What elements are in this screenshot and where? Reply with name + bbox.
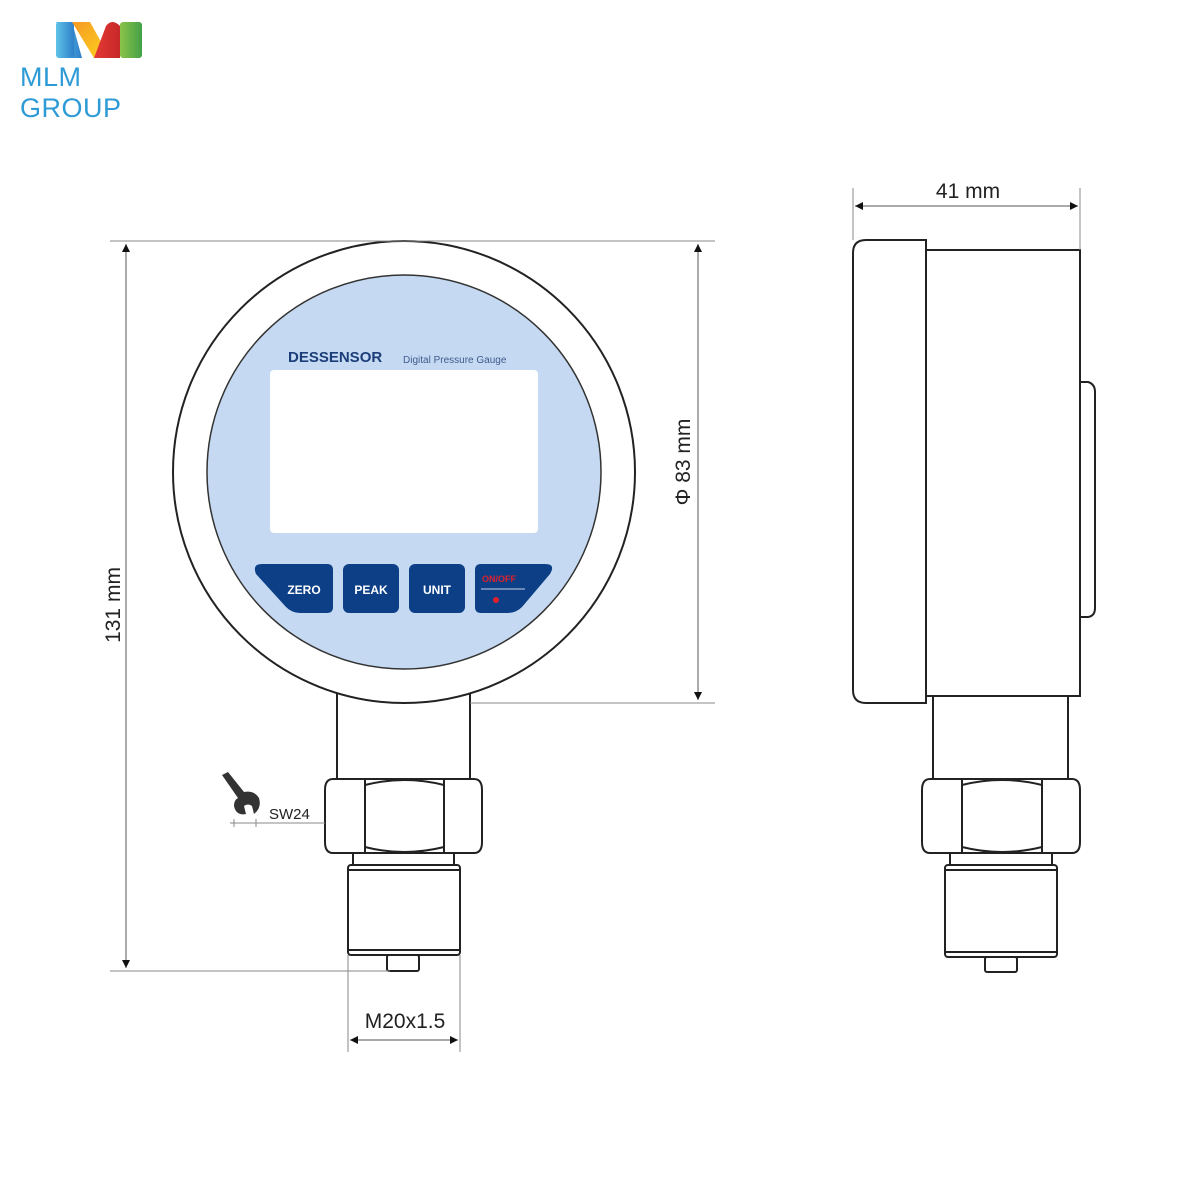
logo: MLM GROUP xyxy=(20,18,180,123)
hex-nut xyxy=(324,778,483,854)
logo-mark xyxy=(56,22,142,58)
depth-dimension xyxy=(852,188,1081,250)
gauge-subtitle: Digital Pressure Gauge xyxy=(403,355,507,366)
peak-button[interactable]: PEAK xyxy=(343,564,399,613)
peak-label: PEAK xyxy=(354,583,388,597)
depth-label: 41 mm xyxy=(936,180,1000,203)
unit-label: UNIT xyxy=(423,583,452,597)
height-label: 131 mm xyxy=(102,567,125,643)
side-body xyxy=(924,249,1081,697)
side-back-cap xyxy=(1080,381,1096,618)
thread-label: M20x1.5 xyxy=(365,1010,446,1033)
height-dimension xyxy=(110,240,715,972)
side-bezel xyxy=(852,239,927,704)
front-view: DESSENSOR Digital Pressure Gauge ZERO PE… xyxy=(102,240,715,1052)
diameter-dimension xyxy=(470,244,715,704)
brand-name: DESSENSOR xyxy=(288,349,382,366)
power-icon xyxy=(493,597,499,603)
wrench-size-label: SW24 xyxy=(269,806,310,823)
onoff-label: ON/OFF xyxy=(482,574,516,584)
logo-text: MLM GROUP xyxy=(20,62,122,123)
zero-label: ZERO xyxy=(287,583,320,597)
onoff-button[interactable]: ON/OFF xyxy=(475,564,553,613)
thread-fitting xyxy=(347,852,461,972)
wrench-icon xyxy=(222,772,262,827)
diameter-label: Φ 83 mm xyxy=(672,419,695,506)
unit-button[interactable]: UNIT xyxy=(409,564,465,613)
zero-button[interactable]: ZERO xyxy=(254,564,333,613)
side-view: 41 mm xyxy=(852,180,1096,973)
side-thread-fitting xyxy=(944,852,1058,973)
side-hex-nut xyxy=(921,778,1081,854)
thread-dimension xyxy=(347,955,461,1052)
lcd-display xyxy=(270,370,538,533)
